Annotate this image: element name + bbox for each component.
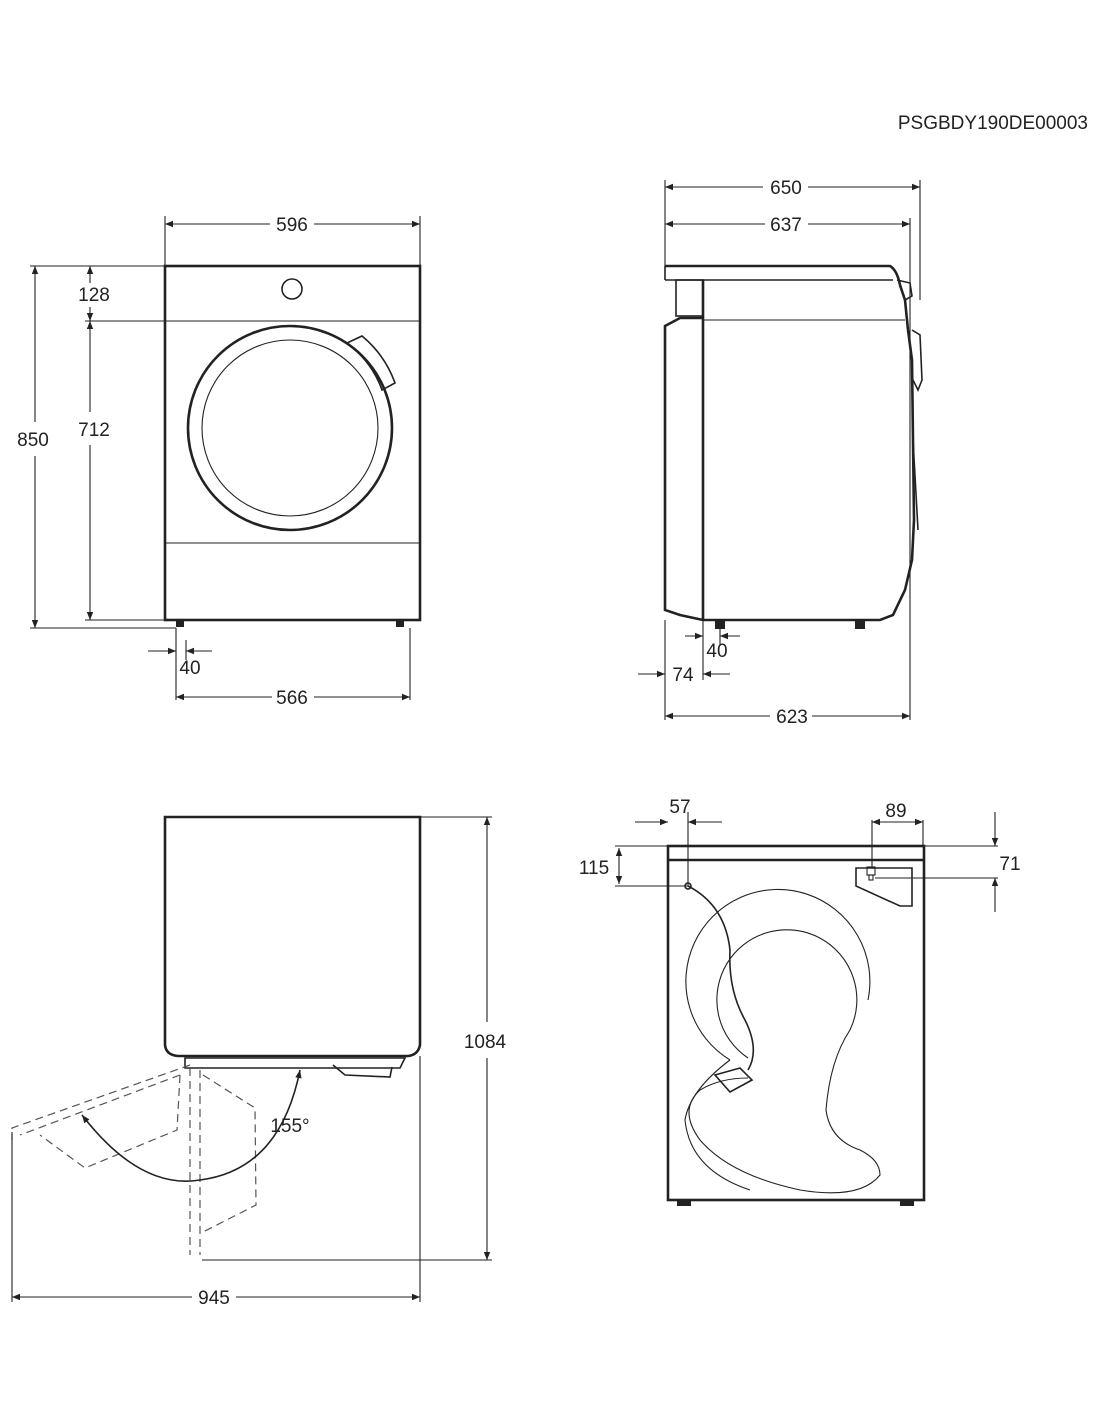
knob-icon (281, 278, 303, 300)
dim-door-angle: 155° (270, 1116, 309, 1137)
dim-height-total: 850 (17, 430, 49, 451)
back-view: 57 115 89 71 (579, 797, 1021, 1206)
dim-hose-offset-y: 115 (579, 858, 609, 879)
dim-width: 596 (276, 215, 308, 236)
dim-depth-door-open: 1084 (464, 1032, 507, 1053)
dim-depth-body: 637 (770, 215, 802, 236)
dim-hose-offset-x: 57 (669, 797, 690, 818)
front-view: 596 850 128 712 40 566 (17, 215, 422, 709)
dim-width-door-open: 945 (198, 1288, 230, 1309)
dim-back-offset: 74 (672, 665, 694, 686)
side-view: 650 637 40 74 623 (638, 178, 923, 728)
door-outer (186, 324, 394, 532)
dim-plug-width: 89 (885, 801, 906, 822)
top-view: 155° 1084 945 (11, 815, 507, 1309)
dim-body-height: 712 (78, 420, 110, 441)
dim-foot-span: 566 (276, 688, 308, 709)
dim-panel-height: 128 (78, 285, 110, 306)
dim-foot-inset: 40 (179, 658, 200, 679)
dim-plug-height: 71 (999, 854, 1020, 875)
dim-depth-base: 623 (776, 707, 808, 728)
dim-foot-offset: 40 (706, 641, 727, 662)
dim-depth-total: 650 (770, 178, 802, 199)
drawing-code: PSGBDY190DE00003 (897, 113, 1088, 134)
